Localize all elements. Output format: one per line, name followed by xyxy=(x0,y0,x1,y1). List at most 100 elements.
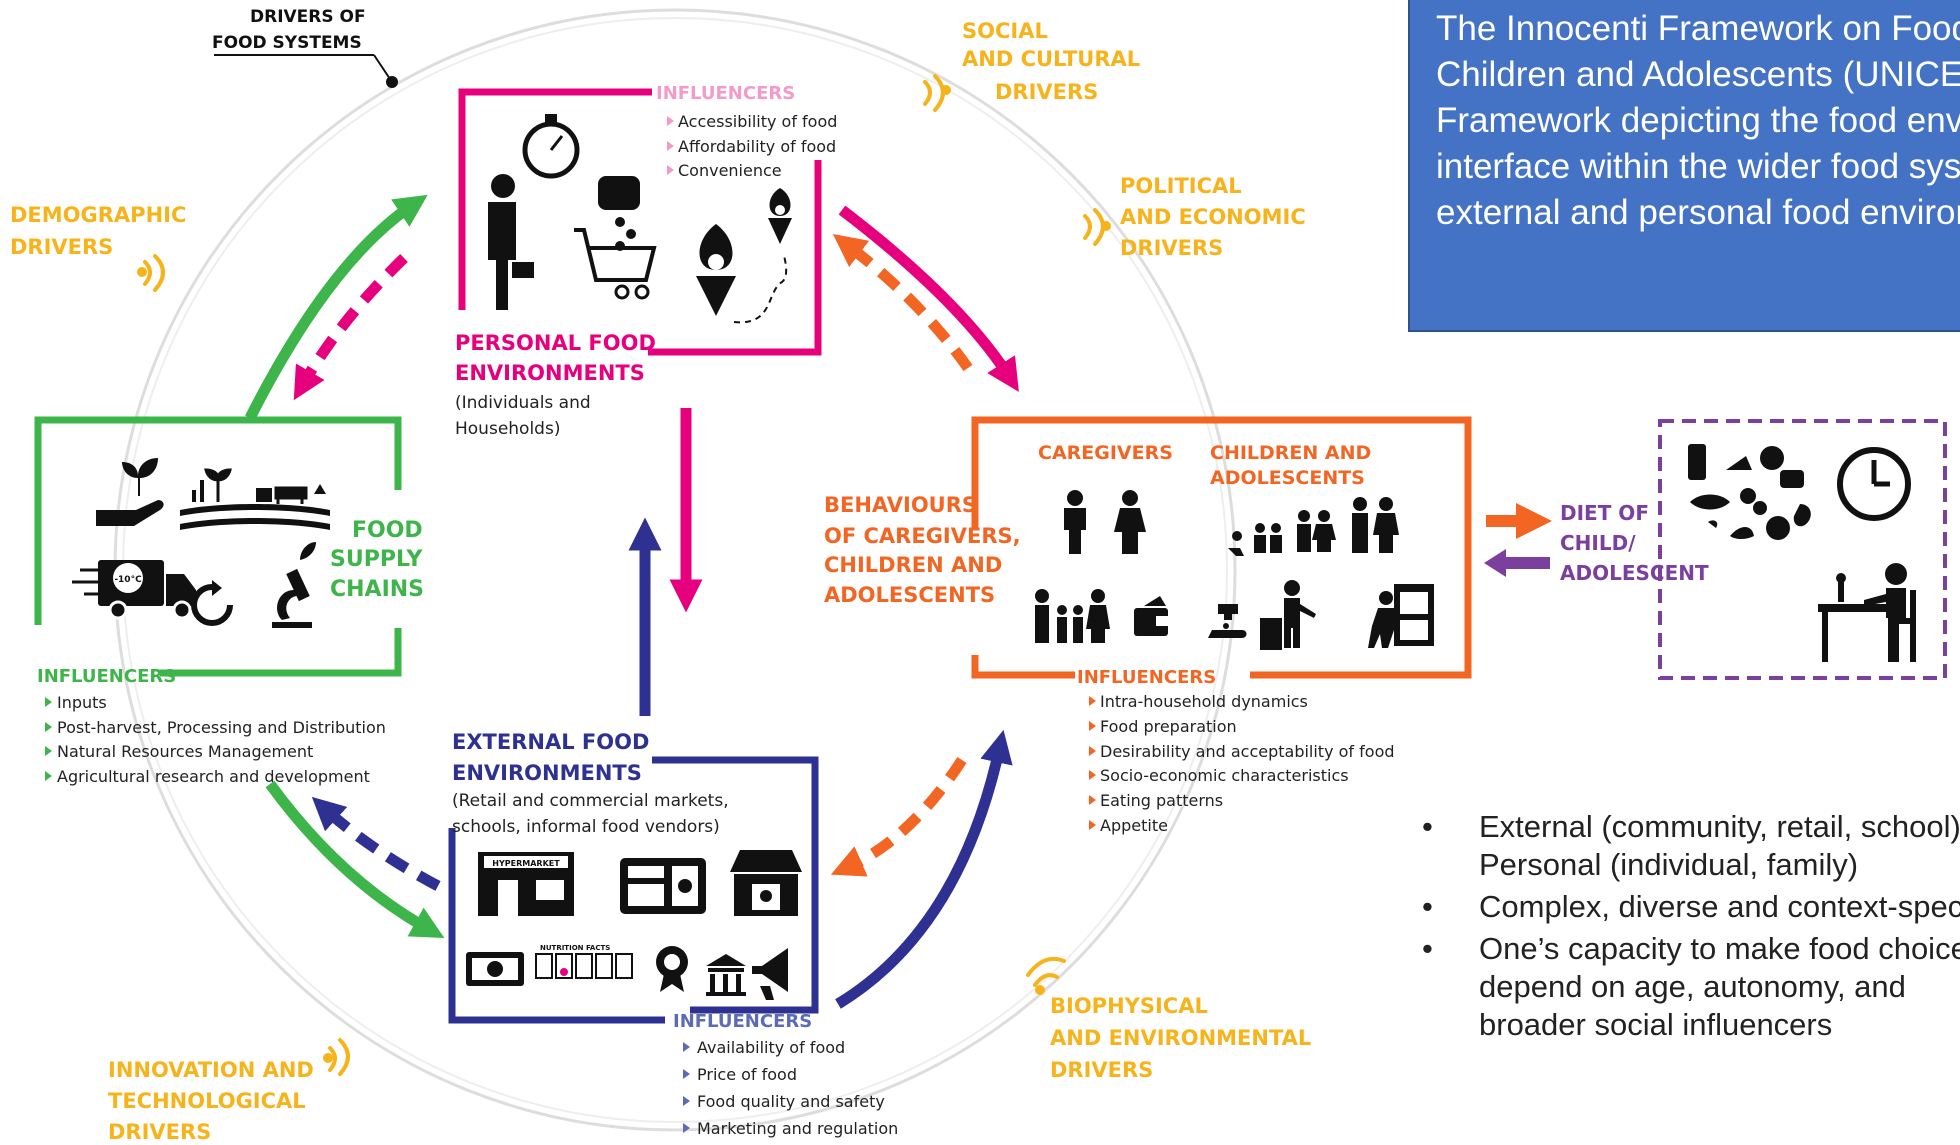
info-line: Framework depicting the food environment xyxy=(1436,101,1960,140)
behaviour-influencer-item: Intra-household dynamics xyxy=(1100,692,1308,711)
external-to-supply-arrow xyxy=(311,796,441,891)
signal-icon xyxy=(323,1038,350,1076)
supply-influencer-item: Natural Resources Management xyxy=(57,742,313,761)
children-adolescents-icon xyxy=(1228,497,1399,556)
external-subtitle: (Retail and commercial markets,schools, … xyxy=(452,791,729,837)
supply-influencer-item: Agricultural research and development xyxy=(57,767,370,786)
behaviour-influencer-item: Food preparation xyxy=(1100,717,1237,736)
clock-icon xyxy=(1837,447,1911,521)
shopper-icon xyxy=(488,174,534,310)
behaviour-influencer-item: Appetite xyxy=(1100,816,1168,835)
government-building-icon xyxy=(706,954,746,996)
personal-to-supply-arrow xyxy=(293,254,408,401)
hand-seedling-icon xyxy=(96,458,164,526)
refrigerated-truck-icon: -10°C xyxy=(72,560,196,620)
info-line: external and personal food environments xyxy=(1436,193,1960,232)
bullet-item: One’s capacity to make food choices will… xyxy=(1415,930,1960,1044)
key-points-list: External (community, retail, school) and… xyxy=(1415,808,1960,1145)
location-route-icon xyxy=(696,188,792,324)
external-influencer-item: Marketing and regulation xyxy=(697,1119,898,1138)
signal-icon xyxy=(923,74,951,112)
bullet-item: External (community, retail, school) and… xyxy=(1415,808,1960,884)
supply-influencer-item: Post-harvest, Processing and Distributio… xyxy=(57,718,386,737)
award-ribbon-icon xyxy=(656,946,688,992)
shopping-fridge-icon xyxy=(1368,584,1434,648)
handwashing-icon xyxy=(1208,604,1247,638)
external-influencer-item: Availability of food xyxy=(697,1038,845,1057)
flow-arrows xyxy=(245,194,1552,1009)
personal-influencers-label: INFLUENCERS xyxy=(656,83,795,104)
info-line: interface within the wider food system, xyxy=(1436,147,1960,186)
personal-influencer-item: Accessibility of food xyxy=(678,112,837,131)
nutrition-facts-icon: NUTRITION FACTS xyxy=(535,944,633,979)
family-icon xyxy=(1035,589,1110,643)
child-eating-icon xyxy=(1818,563,1916,662)
caregivers-label: CAREGIVERS xyxy=(1038,442,1173,464)
money-icon xyxy=(466,952,524,986)
behaviours-to-external-arrow xyxy=(830,757,967,877)
external-influencers-label: INFLUENCERS xyxy=(673,1011,812,1032)
supply-to-personal-arrow xyxy=(245,194,428,421)
signal-icon xyxy=(1083,208,1111,246)
cooking-person-icon xyxy=(1260,580,1316,650)
behaviours-to-personal-arrow xyxy=(832,234,973,372)
external-influencer-item: Price of food xyxy=(697,1065,797,1084)
behaviour-influencer-item: Eating patterns xyxy=(1100,791,1223,810)
signal-icon xyxy=(1026,956,1066,995)
behaviour-influencer-item: Socio-economic characteristics xyxy=(1100,766,1349,785)
behaviour-influencers-label: INFLUENCERS xyxy=(1077,667,1216,688)
food-vendor-cart-icon xyxy=(620,858,706,914)
supply-to-external-arrow xyxy=(265,780,445,939)
hypermarket-icon: HYPERMARKET xyxy=(478,852,574,916)
supply-influencer-item: Inputs xyxy=(57,693,107,712)
framework-info-text: The Innocenti Framework on Food Systems … xyxy=(1436,6,1960,236)
bullet-item: Complex, diverse and context-specific xyxy=(1415,888,1960,926)
recycle-icon xyxy=(191,580,233,626)
truck-temperature-label: -10°C xyxy=(114,575,142,585)
external-to-behaviours-arrow xyxy=(835,729,1013,1009)
personal-food-environments: INFLUENCERS Accessibility of food Afford… xyxy=(455,83,837,439)
personal-influencer-item: Affordability of food xyxy=(678,137,836,156)
stopwatch-icon xyxy=(522,114,580,179)
external-influencer-item: Food quality and safety xyxy=(697,1092,885,1111)
info-line: The Innocenti Framework on Food Systems … xyxy=(1436,9,1960,48)
hypermarket-sign: HYPERMARKET xyxy=(492,859,560,868)
foods-icon xyxy=(1688,444,1811,540)
diet-to-behaviours-arrowhead xyxy=(1484,549,1506,577)
caregivers-icon xyxy=(1064,490,1146,554)
personal-influencer-item: Convenience xyxy=(678,161,782,180)
megaphone-icon xyxy=(752,948,788,1000)
nutrition-facts-label: NUTRITION FACTS xyxy=(540,944,610,952)
market-stall-icon xyxy=(730,850,802,916)
supply-influencers-label: INFLUENCERS xyxy=(37,666,176,687)
behaviour-influencer-item: Desirability and acceptability of food xyxy=(1100,742,1395,761)
signal-icon xyxy=(137,254,165,292)
hand-coins-icon xyxy=(598,176,640,251)
framework-info-box: The Innocenti Framework on Food Systems … xyxy=(1408,0,1960,332)
farm-field-icon xyxy=(180,468,330,530)
microscope-icon xyxy=(272,542,316,628)
personal-to-behaviours-arrow xyxy=(838,205,1019,392)
shopping-cart-icon xyxy=(574,228,657,300)
wallet-icon xyxy=(1134,596,1170,636)
